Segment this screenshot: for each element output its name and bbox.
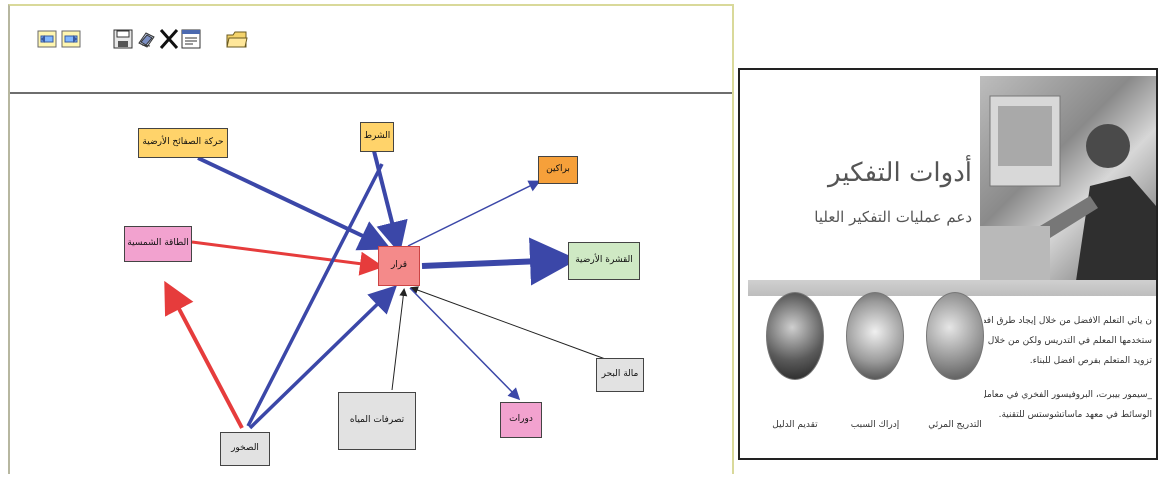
- hero-photo: [980, 76, 1156, 281]
- students-computer-image: [980, 95, 1156, 281]
- toolbar: [10, 6, 732, 94]
- node-cultural-heritage[interactable]: الطاقة الشمسية: [124, 226, 192, 262]
- quote-line-2: ستخدمها المعلم في التدريس ولكن من خلال: [987, 336, 1152, 346]
- node-hot-top[interactable]: الشرط: [360, 122, 394, 152]
- link-rocks-center: [248, 285, 398, 430]
- next-page-button[interactable]: [60, 28, 82, 50]
- delete-button[interactable]: [158, 28, 180, 50]
- circle-photo-showing-evidence: [766, 292, 824, 380]
- link-hot-top-center: [372, 150, 408, 254]
- link-layer: [164, 150, 609, 430]
- node-earthquakes[interactable]: دورات: [500, 402, 542, 438]
- node-global-warming[interactable]: حركة الصفائح الأرضية: [138, 128, 228, 158]
- open-folder-button[interactable]: [226, 28, 248, 50]
- print-button[interactable]: [135, 28, 157, 50]
- brochure-subtitle: دعم عمليات التفكير العليا: [814, 208, 972, 226]
- node-center[interactable]: قرار: [378, 246, 420, 286]
- concept-map-canvas: حركة الصفائح الأرضية الشرط براكين القشرة…: [10, 96, 732, 474]
- concept-map-window: حركة الصفائح الأرضية الشرط براكين القشرة…: [8, 4, 734, 474]
- link-rocks-hot-top: [246, 163, 384, 427]
- page-back-icon: [37, 30, 57, 48]
- page-forward-icon: [61, 30, 81, 48]
- brochure-title: أدوات التفكير: [827, 158, 972, 188]
- floppy-disk-icon: [113, 29, 133, 49]
- document-list-icon: [181, 29, 201, 49]
- circle-photo-seeing-reason: [846, 292, 904, 380]
- quote-line-1: ن يأتي التعلم الأفضل من خلال إيجاد طرق أ…: [984, 316, 1152, 326]
- link-center-earthquakes: [409, 287, 521, 401]
- thinking-tools-brochure: أدوات التفكير دعم عمليات التفكير العليا …: [738, 68, 1158, 460]
- circle-label-showing-evidence: تقديم الدليل: [772, 420, 818, 430]
- open-folder-icon: [226, 31, 248, 48]
- save-button[interactable]: [112, 28, 134, 50]
- link-center-volcanoes: [407, 180, 541, 247]
- link-mountain-center: [410, 286, 609, 361]
- link-rocks-cultural: [164, 280, 244, 429]
- printer-icon: [138, 32, 155, 48]
- link-shifts-center: [391, 288, 408, 391]
- quote-line-3: تزويد المتعلم بفرص أفضل للبناء.: [1029, 356, 1152, 366]
- circle-label-seeing-reason: إدراك السبب: [850, 420, 900, 430]
- circle-photo-visual-scale: [926, 292, 984, 380]
- node-earth-crust[interactable]: القشرة الأرضية: [568, 242, 640, 280]
- circle-label-visual-scale: التدريج المرئي: [928, 420, 982, 430]
- divider-band: [748, 280, 1156, 296]
- node-shifts[interactable]: تصرفات المياه: [338, 392, 416, 450]
- link-global-warming-center: [197, 156, 392, 251]
- x-delete-icon: [159, 29, 179, 49]
- node-mountain[interactable]: مالة البحر: [596, 358, 644, 392]
- quote-line-5: الوسائط في معهد ماساتشوستس للتقنية.: [998, 410, 1152, 420]
- link-cultural-center: [191, 240, 384, 276]
- node-volcanoes[interactable]: براكين: [538, 156, 578, 184]
- previous-page-button[interactable]: [36, 28, 58, 50]
- link-center-earth-crust: [421, 237, 578, 286]
- properties-button[interactable]: [180, 28, 202, 50]
- node-rocks[interactable]: الصخور: [220, 432, 270, 466]
- quote-line-4: _سيمور بيبرت، البروفيسور الفخري في معامل: [984, 390, 1152, 400]
